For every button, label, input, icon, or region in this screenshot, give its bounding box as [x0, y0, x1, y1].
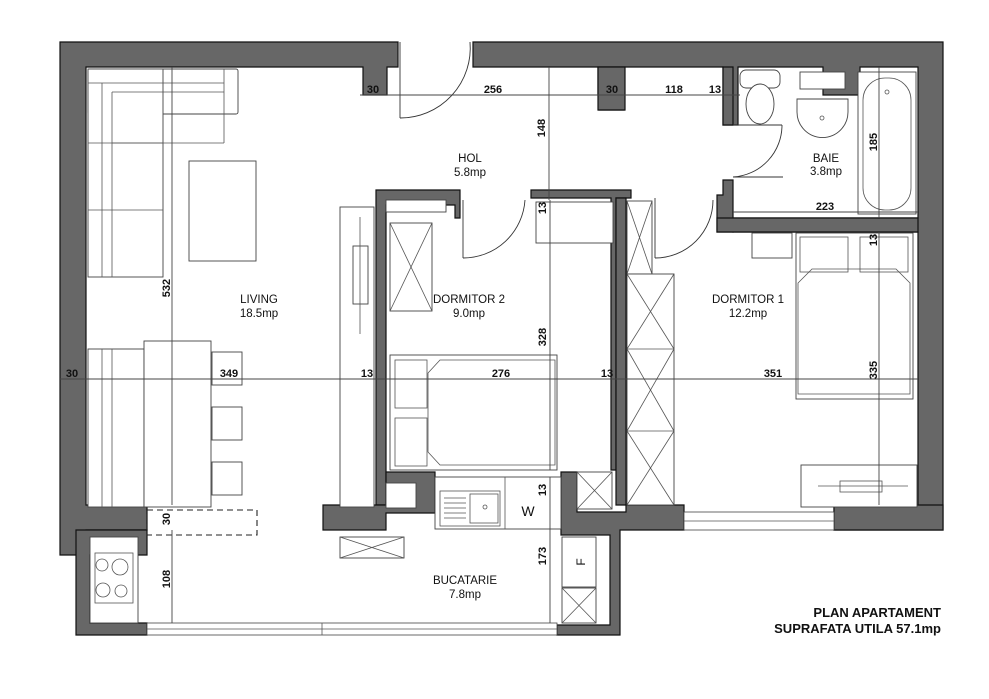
doors: [399, 41, 783, 259]
room-name-hol: HOL: [458, 153, 482, 165]
fridge-label: F: [574, 558, 588, 565]
dim-d2-width: 276: [492, 368, 510, 380]
dim-left-wall: 30: [66, 368, 78, 380]
dim-bath-width: 223: [816, 201, 834, 213]
plan-area-summary: SUPRAFATA UTILA 57.1mp: [774, 621, 941, 636]
dim-hol-depth: 148: [536, 119, 548, 137]
room-area-bucatarie: 7.8mp: [449, 589, 481, 601]
dim-kitchen-wall: 13: [537, 484, 549, 496]
dimension-lines: [60, 67, 918, 623]
room-name-bucatarie: BUCATARIE: [433, 575, 497, 587]
dim-living-height: 532: [161, 279, 173, 297]
dim-d1-height: 335: [868, 361, 880, 379]
room-name-dormitor2: DORMITOR 2: [433, 294, 505, 306]
room-area-hol: 5.8mp: [454, 167, 486, 179]
dim-bath-wall: 13: [709, 84, 721, 96]
dim-kitchen-depth: 173: [537, 547, 549, 565]
plan-title: PLAN APARTAMENT: [813, 605, 941, 620]
room-area-baie: 3.8mp: [810, 166, 842, 178]
room-name-living: LIVING: [240, 294, 278, 306]
dim-d2-d1-wall: 13: [601, 368, 613, 380]
dim-top-wall-mid: 30: [606, 84, 618, 96]
dim-hol-width: 256: [484, 84, 502, 96]
dim-d2-top-wall: 13: [537, 202, 549, 214]
dim-top-wall-left: 30: [367, 84, 379, 96]
dim-living-d2-wall: 13: [361, 368, 373, 380]
dim-living-width: 349: [220, 368, 238, 380]
room-area-dormitor2: 9.0mp: [453, 308, 485, 320]
room-name-baie: BAIE: [813, 153, 840, 165]
dim-d1-top-wall: 13: [868, 234, 880, 246]
windows: [146, 511, 835, 636]
dim-kitchen-left-depth: 108: [161, 570, 173, 588]
furniture: [87, 68, 918, 624]
dim-living-lower-wall: 30: [161, 513, 173, 525]
washer-label: W: [521, 503, 535, 519]
walls: [59, 41, 944, 636]
room-area-dormitor1: 12.2mp: [729, 308, 767, 320]
room-area-living: 18.5mp: [240, 308, 278, 320]
dim-closet-width: 118: [665, 84, 683, 96]
room-name-dormitor1: DORMITOR 1: [712, 294, 784, 306]
dim-bath-height: 185: [868, 133, 880, 151]
dim-d2-height: 328: [537, 328, 549, 346]
dim-d1-width: 351: [764, 368, 782, 380]
